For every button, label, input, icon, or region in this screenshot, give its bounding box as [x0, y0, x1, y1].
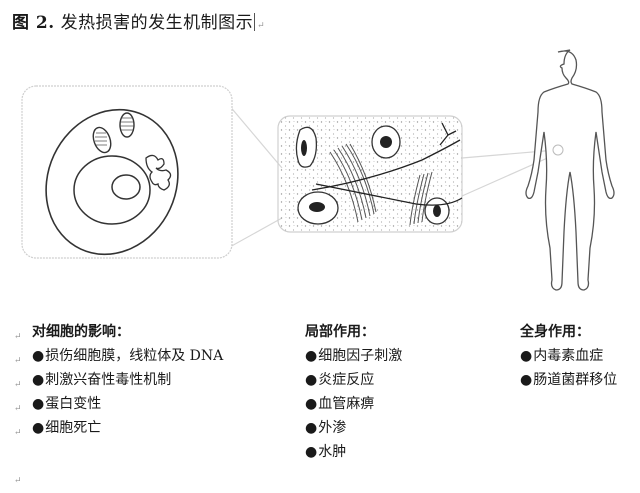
- human-body-outline: [525, 49, 615, 291]
- list-item: 刺激兴奋性毒性机制: [32, 368, 223, 392]
- list-item: 细胞死亡: [32, 416, 223, 440]
- list-item: 血管麻痹: [305, 392, 402, 416]
- local-effects-heading: 局部作用：: [305, 324, 375, 340]
- figure-number: 图 2.: [12, 13, 55, 33]
- list-item: 肠道菌群移位: [520, 368, 617, 392]
- list-item: 炎症反应: [305, 368, 402, 392]
- figure-caption: 发热损害的发生机制图示: [60, 13, 254, 33]
- list-item: 外渗: [305, 416, 402, 440]
- paragraph-marks: ↵↵↵↵↵ ↵: [14, 332, 22, 486]
- systemic-effects-list: 全身作用： 内毒素血症 肠道菌群移位: [520, 320, 617, 392]
- cell-diagram: [21, 85, 233, 259]
- list-item: 损伤细胞膜，线粒体及 DNA: [32, 344, 223, 368]
- figure-title: 图 2. 发热损害的发生机制图示↵: [12, 13, 266, 33]
- list-item: 蛋白变性: [32, 392, 223, 416]
- cellular-effects-list: 对细胞的影响： 损伤细胞膜，线粒体及 DNA 刺激兴奋性毒性机制 蛋白变性 细胞…: [32, 320, 223, 440]
- mechanism-illustration: [21, 49, 615, 291]
- systemic-effects-heading: 全身作用：: [520, 324, 590, 340]
- list-item: 细胞因子刺激: [305, 344, 402, 368]
- cellular-effects-heading: 对细胞的影响：: [32, 324, 130, 340]
- text-cursor: [254, 13, 256, 31]
- list-item: 内毒素血症: [520, 344, 617, 368]
- list-item: 水肿: [305, 440, 402, 464]
- tissue-diagram: [277, 115, 463, 233]
- local-effects-list: 局部作用： 细胞因子刺激 炎症反应 血管麻痹 外渗 水肿: [305, 320, 402, 464]
